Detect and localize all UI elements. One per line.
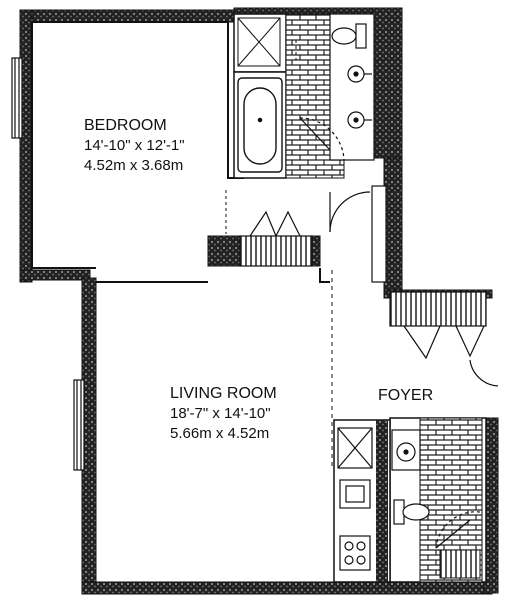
bathroom-bottom <box>389 417 487 583</box>
bathroom-door <box>299 117 345 161</box>
living-window <box>73 379 85 471</box>
toilet-icon <box>331 23 367 49</box>
sink-icon <box>347 111 372 129</box>
living-room-name: LIVING ROOM <box>170 385 277 402</box>
shower-icon <box>237 17 281 67</box>
bedroom-dim-imperial: 14'-10" x 12'-1" <box>84 137 185 154</box>
stove-icon <box>339 535 371 571</box>
foyer-label: FOYER <box>378 387 433 404</box>
toilet-icon <box>393 499 430 525</box>
refrigerator-icon <box>337 427 373 469</box>
sink-icon <box>339 479 371 509</box>
bedroom-label: BEDROOM 14'-10" x 12'-1" 4.52m x 3.68m <box>84 117 185 174</box>
bedroom-window <box>11 57 23 139</box>
bathtub-icon <box>237 77 283 173</box>
living-room-label: LIVING ROOM 18'-7" x 14'-10" 5.66m x 4.5… <box>170 385 277 442</box>
bedroom-door <box>329 185 387 283</box>
bathroom-top <box>233 13 375 179</box>
sink-icon <box>391 429 421 471</box>
living-room-dim-imperial: 18'-7" x 14'-10" <box>170 405 271 422</box>
bedroom-name: BEDROOM <box>84 117 167 134</box>
living-room-dim-metric: 5.66m x 4.52m <box>170 425 269 442</box>
living-room-outline <box>96 268 330 283</box>
bedroom-dim-metric: 4.52m x 3.68m <box>84 157 183 174</box>
bedroom-closet <box>225 190 313 267</box>
foyer-closet <box>389 291 499 387</box>
kitchen <box>333 419 391 583</box>
bathroom-door <box>435 511 481 549</box>
sink-icon <box>347 65 372 83</box>
